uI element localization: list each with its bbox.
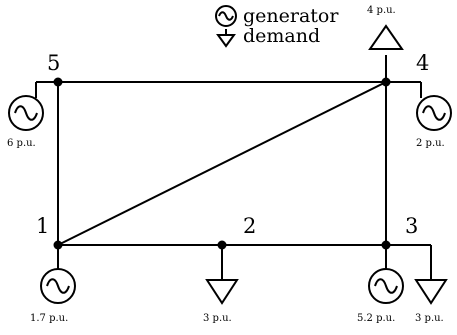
node-label-2: 2 — [243, 214, 256, 238]
generator-node-1 — [40, 268, 76, 304]
bus-4 — [381, 77, 391, 87]
node-label-5: 5 — [47, 51, 60, 75]
generator-value-node-5: 6 p.u. — [7, 138, 36, 149]
bus-3 — [381, 240, 391, 250]
node-label-4: 4 — [416, 51, 429, 75]
bus-5 — [53, 77, 63, 87]
generator-value-node-3: 5.2 p.u. — [357, 313, 395, 324]
node-label-1: 1 — [36, 214, 49, 238]
demand-node-4 — [368, 24, 404, 50]
generator-node-5 — [8, 95, 44, 131]
generator-node-3 — [368, 268, 404, 304]
demand-value-node-4: 4 p.u. — [367, 5, 396, 16]
generator-value-node-4: 2 p.u. — [416, 138, 445, 149]
bus-dots — [53, 77, 391, 250]
demand-node-2 — [205, 279, 239, 305]
node-label-3: 3 — [405, 214, 418, 238]
legend-demand-label: demand — [243, 25, 320, 47]
demand-value-node-2: 3 p.u. — [203, 313, 232, 324]
bus-1 — [53, 240, 63, 250]
legend: generator demand — [215, 5, 339, 48]
demand-value-node-3: 3 p.u. — [415, 313, 444, 324]
generator-icon — [215, 5, 237, 27]
generator-value-node-1: 1.7 p.u. — [30, 313, 68, 324]
line-1-4 — [57, 81, 387, 246]
generator-node-4 — [416, 95, 452, 131]
transmission-lines — [57, 81, 387, 246]
bus-2 — [217, 240, 227, 250]
connection-stubs — [35, 55, 432, 280]
legend-generator-label: generator — [243, 5, 339, 27]
demand-icon — [216, 29, 236, 48]
demand-node-3 — [414, 279, 448, 305]
